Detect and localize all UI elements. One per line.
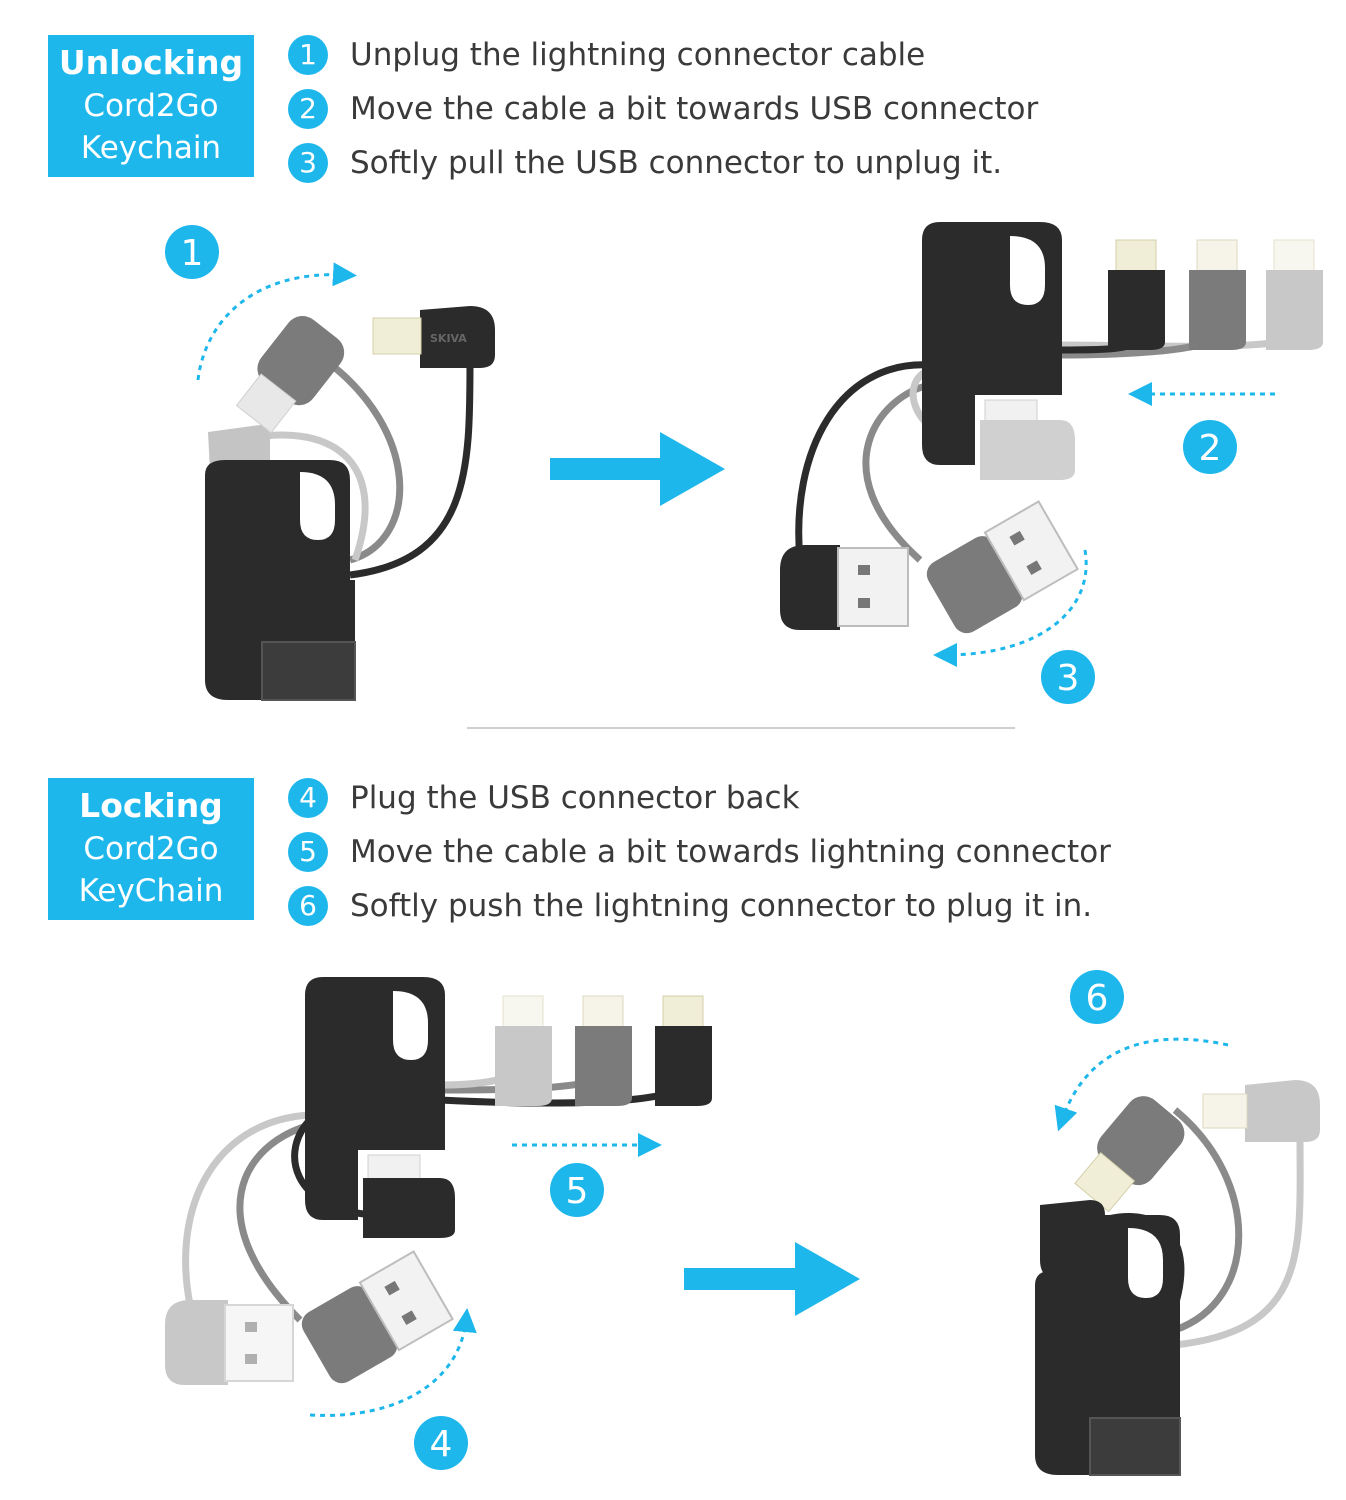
svg-text:2: 2	[1199, 428, 1222, 469]
step-number-badge: 3	[288, 143, 328, 183]
step-text: Softly push the lightning connector to p…	[350, 888, 1093, 924]
callout-number: 6	[1070, 970, 1124, 1024]
locking-title: Locking	[79, 786, 223, 825]
step-number-badge: 2	[288, 89, 328, 129]
diagram-unlock-step2-3	[780, 222, 1323, 667]
step-number-badge: 6	[288, 886, 328, 926]
step-number-badge: 4	[288, 778, 328, 818]
unlocking-subtitle-line2: Keychain	[80, 130, 222, 166]
step-number-badge: 5	[288, 832, 328, 872]
big-arrow-right-icon	[550, 432, 725, 506]
diagram-lock-step4-5	[165, 977, 712, 1417]
diagram-lock-step6	[1035, 1037, 1320, 1476]
callout-number: 1	[165, 225, 219, 279]
brand-text: SKIVA	[430, 332, 467, 345]
step-number-badge: 1	[288, 35, 328, 75]
step-text: Move the cable a bit towards USB connect…	[350, 91, 1039, 127]
callout-number: 5	[550, 1163, 604, 1217]
callout-number: 2	[1183, 420, 1237, 474]
big-arrow-right-icon	[684, 1242, 860, 1316]
svg-text:3: 3	[1057, 658, 1080, 699]
diagram-unlock-step1: SKIVA	[196, 262, 495, 701]
step-text: Softly pull the USB connector to unplug …	[350, 145, 1003, 181]
unlocking-title: Unlocking	[58, 43, 244, 82]
step-text: Move the cable a bit towards lightning c…	[350, 834, 1111, 870]
svg-text:6: 6	[1086, 978, 1109, 1019]
unlocking-label-box: Unlocking Cord2Go Keychain	[48, 35, 254, 177]
svg-text:5: 5	[566, 1171, 589, 1212]
locking-subtitle-line2: KeyChain	[78, 873, 224, 909]
unlocking-subtitle-line1: Cord2Go	[83, 88, 219, 124]
callout-number: 4	[414, 1416, 468, 1470]
svg-text:4: 4	[430, 1424, 453, 1465]
svg-text:1: 1	[181, 233, 204, 274]
locking-label-box: Locking Cord2Go KeyChain	[48, 778, 254, 920]
step-text: Plug the USB connector back	[350, 780, 800, 816]
locking-subtitle-line1: Cord2Go	[83, 831, 219, 867]
step-text: Unplug the lightning connector cable	[350, 37, 926, 73]
callout-number: 3	[1041, 650, 1095, 704]
